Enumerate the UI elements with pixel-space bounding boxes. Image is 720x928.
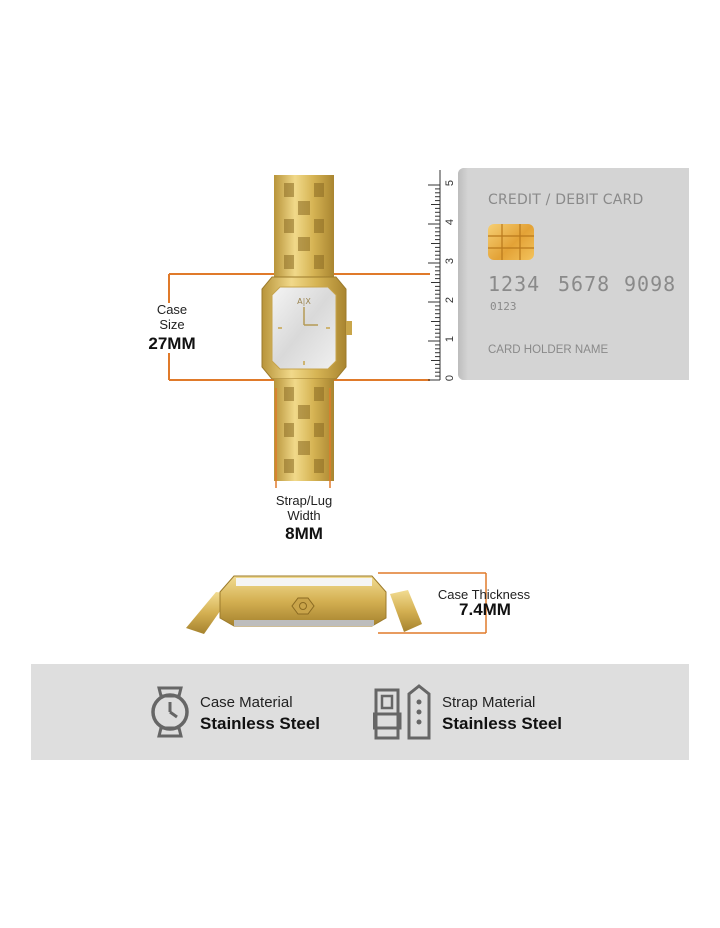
card-holder-name: CARD HOLDER NAME [488,344,609,356]
watch-icon [149,684,191,740]
strap-material-value: Stainless Steel [442,714,563,733]
case-thickness-label: Case Thickness [437,587,531,602]
watch-front-image: A|X [256,175,352,485]
card-number-group-2: 5678 [558,272,611,296]
ruler-tick-4: 4 [444,218,456,226]
ruler-tick-2: 2 [444,296,456,304]
ruler-tick-3: 3 [444,257,456,265]
case-thickness-value: 7.4MM [459,600,511,619]
card-left-notch [458,168,468,380]
watch-side-image [186,568,422,636]
ruler-tick-0: 0 [444,374,456,382]
case-material-label: Case Material [200,694,293,711]
case-thickness-guide [378,572,488,634]
strap-width-guide [274,388,334,492]
ruler [420,168,460,382]
strap-icon [372,684,435,742]
ruler-tick-1: 1 [444,335,456,343]
case-material-value: Stainless Steel [200,714,321,733]
ruler-numbers: 0 1 2 3 4 5 [444,168,458,382]
card-chip-icon [488,224,534,260]
card-number-group-3: 9098 [624,272,677,296]
credit-card: CREDIT / DEBIT CARD 1234 5678 9098 0123 … [458,168,689,380]
strap-material-label: Strap Material [442,694,536,711]
card-small-number: 0123 [490,300,517,313]
strap-width-label: Strap/Lug Width [275,493,333,523]
materials-banner: Case Material Stainless Steel Strap Mate… [31,664,689,760]
strap-width-value: 8MM [285,524,323,543]
case-size-label: Case Size [156,302,188,332]
case-size-value: 27MM [148,334,196,353]
ruler-tick-5: 5 [444,179,456,187]
card-number-group-1: 1234 [488,272,541,296]
watch-logo: A|X [297,297,311,306]
card-title: CREDIT / DEBIT CARD [488,192,644,208]
